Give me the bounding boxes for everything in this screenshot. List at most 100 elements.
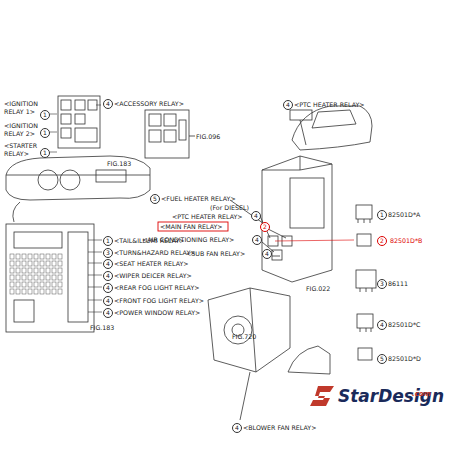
fuse-slot (16, 268, 20, 273)
part-name: <SUB FAN RELAY> (186, 250, 256, 258)
fuse-slot (10, 282, 14, 287)
fuse-slot (46, 289, 50, 294)
callout-number: 4 (283, 100, 293, 110)
fuse-slot (58, 254, 62, 259)
fuse-slot (40, 289, 44, 294)
fuse-slot (28, 261, 32, 266)
part-name: 82501D*A (388, 211, 448, 219)
callout-number: 2 (377, 236, 387, 246)
fuse-slot (40, 275, 44, 280)
fuse-slot (46, 261, 50, 266)
fuse-slot (40, 268, 44, 273)
fuse-slot (52, 261, 56, 266)
callout-number: 4 (103, 308, 113, 318)
fuse-slot (10, 275, 14, 280)
fuse-slot (22, 268, 26, 273)
fuse-slot (10, 268, 14, 273)
part-name: <WIPER DEICER RELAY> (114, 272, 234, 280)
fuse-slot (10, 289, 14, 294)
watermark: .com (412, 384, 442, 404)
part-name: 82501D*C (388, 321, 448, 329)
fuse-slot (40, 254, 44, 259)
callout-number: 4 (262, 249, 272, 259)
fuse-slot (34, 254, 38, 259)
fuse-slot (58, 282, 62, 287)
part-name: 86111 (388, 280, 448, 288)
callout-number: 4 (377, 320, 387, 330)
callout-number: 4 (103, 99, 113, 109)
fuse-slot (10, 261, 14, 266)
callout-number: 4 (103, 271, 113, 281)
fuse-slot (52, 254, 56, 259)
fuse-slot (16, 282, 20, 287)
fuse-slot (16, 275, 20, 280)
fuse-slot (34, 289, 38, 294)
fuse-slot (46, 254, 50, 259)
callout-number: 3 (103, 248, 113, 258)
fuse-slot (40, 261, 44, 266)
part-name: <FUEL HEATER RELAY> (161, 195, 251, 203)
fuse-slot (58, 275, 62, 280)
fuse-slot (58, 268, 62, 273)
fuse-slot (52, 289, 56, 294)
callout-number: 1 (377, 210, 387, 220)
part-name: <PTC HEATER RELAY> (294, 101, 404, 109)
callout-number: 3 (377, 279, 387, 289)
part-name: 82501D*D (388, 355, 448, 363)
fuse-slot (46, 268, 50, 273)
callout-number: 1 (103, 236, 113, 246)
callout-number: 1 (40, 148, 50, 158)
part-name: <FRONT FOG LIGHT RELAY> (114, 297, 234, 305)
fuse-slot (22, 275, 26, 280)
fuse-slot (34, 261, 38, 266)
figure-ref: FIG.183 (107, 160, 147, 168)
fuse-slot (46, 282, 50, 287)
fuse-slot (10, 254, 14, 259)
fuse-slot (52, 268, 56, 273)
callout-number: 4 (103, 296, 113, 306)
fuse-slot (16, 289, 20, 294)
fuse-slot (22, 282, 26, 287)
callout-number: 1 (40, 128, 50, 138)
fuse-slot (16, 261, 20, 266)
callout-number: 5 (377, 354, 387, 364)
watermark: StarDesign (338, 386, 448, 406)
part-name: <ACCESSORY RELAY> (114, 100, 204, 108)
fuse-slot (22, 254, 26, 259)
fuse-slot (52, 275, 56, 280)
fuse-slot (28, 289, 32, 294)
part-name: <PTC HEATER RELAY> (172, 213, 252, 221)
fuse-slot (58, 289, 62, 294)
part-name: 82501D*B (390, 237, 445, 245)
part-name: <AIR CONDITIONING RELAY> (142, 236, 252, 244)
callout-number: 4 (103, 283, 113, 293)
part-name: <MAIN FAN RELAY> (160, 223, 240, 231)
callout-number: 4 (232, 423, 242, 433)
fuse-slot (34, 275, 38, 280)
fuse-slot (46, 275, 50, 280)
fuse-slot (22, 289, 26, 294)
callout-number: 4 (251, 211, 261, 221)
callout-number: 5 (150, 194, 160, 204)
figure-ref: FIG.183 (90, 324, 130, 332)
callout-number: 4 (103, 259, 113, 269)
figure-ref: FIG.096 (196, 133, 236, 141)
fuse-slot (28, 275, 32, 280)
fuse-slot (34, 282, 38, 287)
fuse-slot (28, 268, 32, 273)
part-name: <REAR FOG LIGHT RELAY> (114, 284, 234, 292)
part-name: <POWER WINDOW RELAY> (114, 309, 234, 317)
fuse-slot (40, 282, 44, 287)
part-name: (For DIESEL) (210, 204, 270, 212)
callout-number: 4 (252, 235, 262, 245)
figure-ref: FIG.022 (306, 285, 346, 293)
figure-ref: FIG.720 (232, 333, 272, 341)
fuse-slot (28, 282, 32, 287)
fuse-slot (22, 261, 26, 266)
part-name: <SEAT HEATER RELAY> (114, 260, 234, 268)
fuse-slot (28, 254, 32, 259)
fuse-slot (58, 261, 62, 266)
fuse-slot (34, 268, 38, 273)
